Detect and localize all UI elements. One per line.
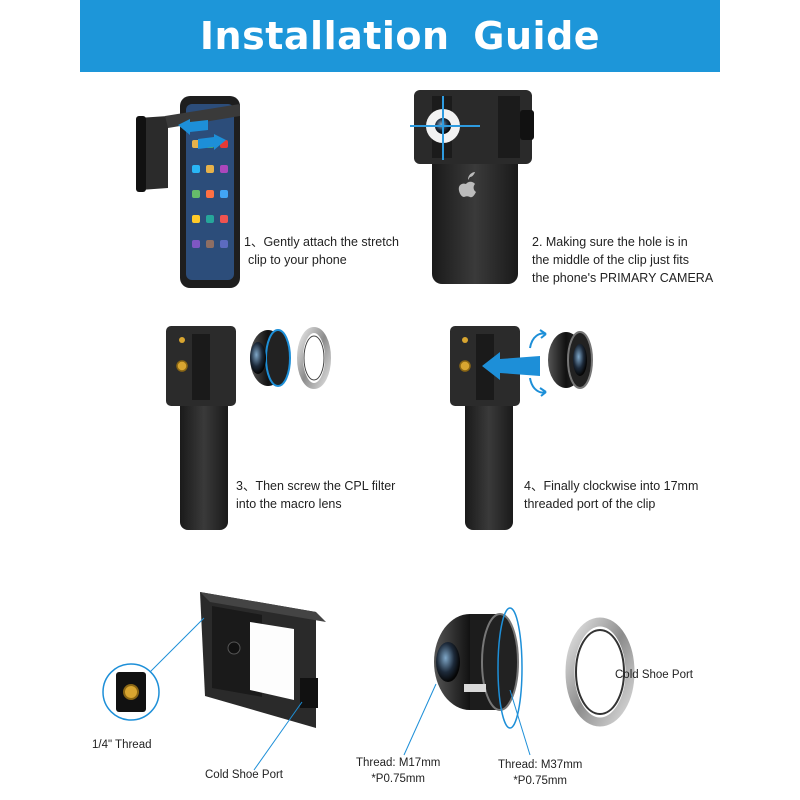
step3-illustration	[166, 326, 331, 530]
phone-back	[432, 140, 518, 284]
phone-side	[180, 370, 228, 530]
thread-m37-label: Thread: M37mm*P0.75mm	[498, 759, 583, 787]
clip-detail-illustration	[102, 592, 326, 771]
cpl-filter-ring	[297, 327, 331, 389]
phone-side	[465, 372, 513, 530]
arrow-insert-icon	[482, 352, 540, 380]
thread-m17-label: Thread: M17mm*P0.75mm	[356, 757, 441, 785]
arrow-left-icon	[178, 119, 208, 135]
cold-shoe-filter-label: Cold Shoe Port	[615, 669, 693, 681]
page-title: Installation Guide	[199, 14, 601, 58]
lens-detail-illustration	[403, 607, 635, 756]
title-banner: Installation Guide	[80, 0, 720, 72]
quarter-thread-label: 1/4" Thread	[92, 739, 152, 751]
cold-shoe-clip-label: Cold Shoe Port	[205, 769, 283, 781]
tripod-thread-icon	[176, 360, 188, 372]
cpl-filter-large	[565, 617, 635, 727]
step1-illustration	[136, 96, 240, 288]
brass-thread-icon	[123, 684, 139, 700]
clip-bar	[165, 104, 240, 128]
step2-illustration	[410, 90, 534, 284]
arrow-right-icon	[198, 134, 226, 150]
step4-illustration	[450, 326, 593, 530]
clip-window	[250, 622, 294, 700]
tripod-thread-icon	[459, 360, 471, 372]
apple-logo-icon	[458, 172, 476, 198]
